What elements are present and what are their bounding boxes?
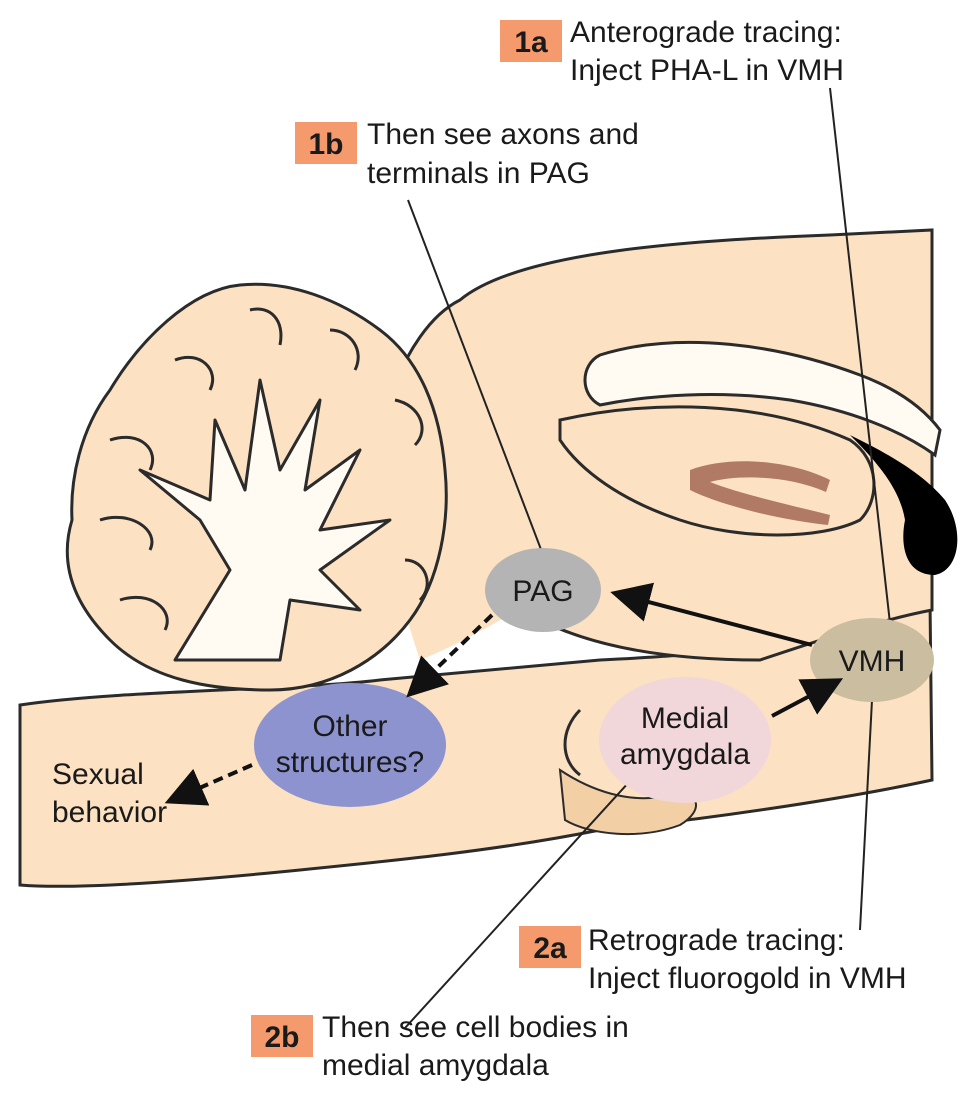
pag-label: PAG bbox=[512, 575, 573, 608]
callout-2b-line1: Then see cell bodies in bbox=[322, 1011, 629, 1044]
badge-2b-label: 2b bbox=[264, 1021, 299, 1054]
callout-2a-line1: Retrograde tracing: bbox=[588, 924, 845, 957]
sexual-label-line2: behavior bbox=[52, 796, 167, 829]
vmh-label: VMH bbox=[839, 645, 906, 678]
callout-2b-line2: medial amygdala bbox=[322, 1049, 549, 1082]
other-label-line1: Other bbox=[312, 710, 387, 743]
amygdala-label-line1: Medial bbox=[641, 702, 729, 735]
amygdala-label-line2: amygdala bbox=[620, 738, 750, 771]
badge-1b-label: 1b bbox=[308, 128, 343, 161]
callout-2a-line2: Inject fluorogold in VMH bbox=[588, 962, 907, 995]
other-structures-node bbox=[254, 683, 446, 807]
badge-1a-label: 1a bbox=[514, 26, 548, 59]
other-label-line2: structures? bbox=[276, 746, 424, 779]
sexual-label-line1: Sexual bbox=[52, 758, 144, 791]
badge-2a-label: 2a bbox=[533, 932, 567, 965]
callout-1b-line2: terminals in PAG bbox=[367, 157, 590, 190]
callout-1a-line2: Inject PHA-L in VMH bbox=[570, 54, 844, 87]
callout-1b-line1: Then see axons and bbox=[367, 118, 639, 151]
callout-1a-line1: Anterograde tracing: bbox=[570, 16, 842, 49]
